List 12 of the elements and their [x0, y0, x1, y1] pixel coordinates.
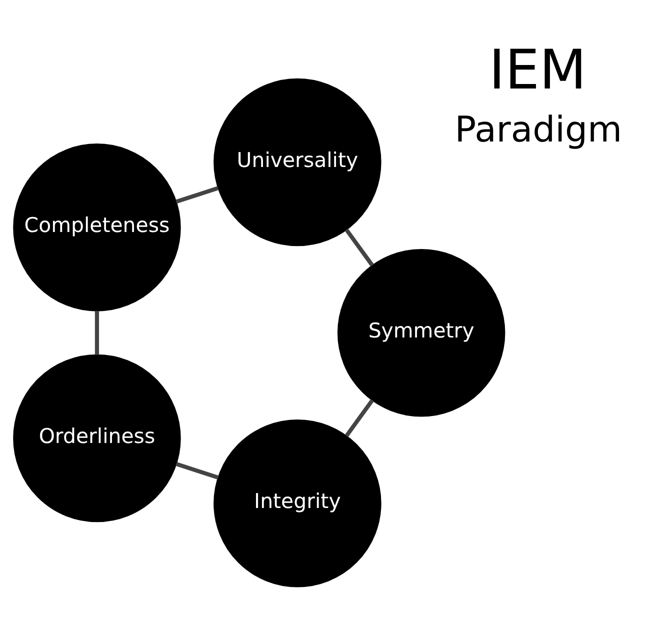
- node-circle: Orderliness: [13, 354, 181, 522]
- node-circle: Completeness: [13, 144, 181, 312]
- connector: [344, 399, 374, 438]
- connector: [344, 228, 374, 267]
- connector: [94, 310, 100, 355]
- node-circle: Universality: [214, 78, 382, 246]
- node-circle: Integrity: [214, 419, 382, 588]
- label: Paradigm: [454, 110, 622, 151]
- node-circle: Symmetry: [337, 248, 506, 417]
- connector: [176, 462, 219, 480]
- label: IEM: [488, 38, 587, 102]
- connector: [176, 186, 219, 204]
